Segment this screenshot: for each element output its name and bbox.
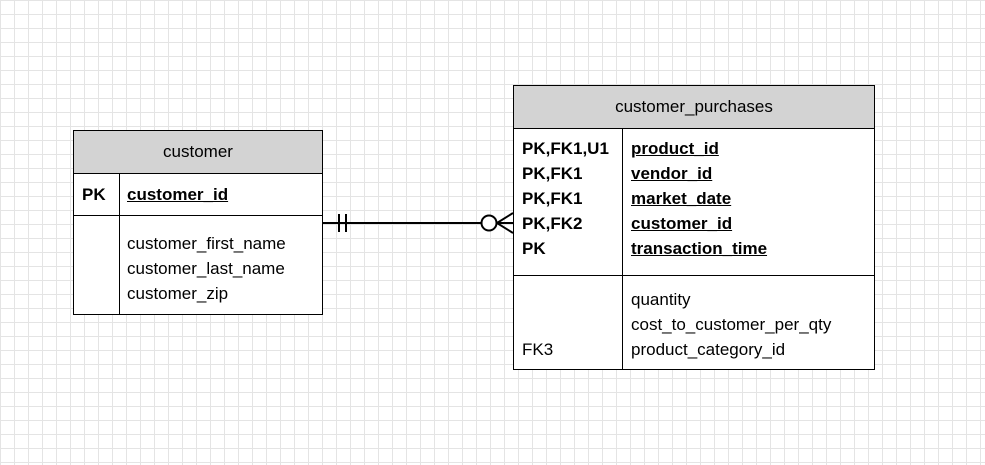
field-row: product_category_id [631,340,786,359]
crowfoot-upper [496,212,514,224]
zero-circle [480,214,498,232]
pk-key-label: PK,FK2 [522,214,583,233]
field-row: customer_zip [127,284,229,303]
field-row: customer_first_name [127,234,286,253]
entity-customer-header: customer [74,131,322,174]
pk-field-market-date: market_date [631,189,732,208]
entity-customer-purchases-title: customer_purchases [615,97,773,116]
key-column-divider [622,128,623,369]
field-row: customer_last_name [127,259,285,278]
pk-key-label: PK [82,185,106,204]
field-row: cost_to_customer_per_qty [631,315,832,334]
field-row: quantity [631,290,691,309]
key-column-divider [119,173,120,314]
pk-field-product-id: product_id [631,139,719,158]
pk-field-customer-id: customer_id [631,214,733,233]
pk-field-transaction-time: transaction_time [631,239,768,258]
entity-customer-title: customer [163,142,233,161]
pk-key-label: PK,FK1 [522,189,583,208]
pk-key-label: PK [522,239,546,258]
pk-key-label: PK,FK1 [522,164,583,183]
entity-customer[interactable]: customer PK customer_id customer_first_n… [73,130,323,315]
pk-key-label: PK,FK1,U1 [522,139,609,158]
crowfoot-lower [496,222,514,234]
pk-field-vendor-id: vendor_id [631,164,713,183]
pk-section-divider [74,215,322,216]
pk-section-divider [514,275,874,276]
attr-key-label: FK3 [522,340,554,359]
entity-customer-purchases-header: customer_purchases [514,86,874,129]
entity-customer-purchases[interactable]: customer_purchases PK,FK1,U1 PK,FK1 PK,F… [513,85,875,370]
pk-field-customer-id: customer_id [127,185,229,204]
